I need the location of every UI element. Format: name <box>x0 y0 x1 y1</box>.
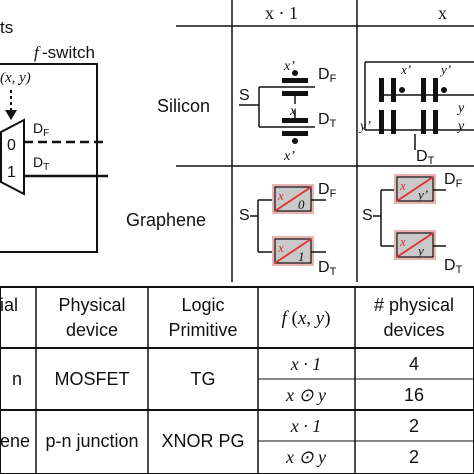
drain-df-label: DF <box>318 181 337 200</box>
row-label-graphene: Graphene <box>126 210 206 230</box>
tg-gate-bar <box>282 131 308 136</box>
gate-bubble <box>399 87 405 93</box>
col-header-x1: x · 1 <box>265 3 298 23</box>
row-label-silicon: Silicon <box>157 96 210 116</box>
source-label: S <box>362 207 373 224</box>
silicon-xnor-circuit: x’ y’ y’ y y DT <box>358 61 474 167</box>
gate-label: y’ <box>358 119 371 134</box>
output-dt-label: DT <box>33 154 49 173</box>
table-row: x ⊙ y 2 <box>285 447 419 467</box>
gate-label: y <box>456 101 465 116</box>
input-label: (x, y) <box>0 70 31 86</box>
tg-gate-bar <box>282 78 308 83</box>
silicon-tg-circuit: S x’ x x’ DF DT <box>239 59 337 164</box>
pg-input-label: y’ <box>416 187 428 202</box>
switch-box <box>0 63 98 253</box>
tg-gate-bar <box>391 78 396 102</box>
drain-dt-label: DT <box>444 257 463 276</box>
pg-input-label: y <box>416 243 424 258</box>
tg-gate-bar <box>282 118 308 123</box>
source-label: S <box>239 207 250 224</box>
table-cell-function: x · 1 <box>290 416 322 436</box>
implementation-grid: x · 1 x Silicon Graphene S x’ x x’ DF DT <box>126 0 474 282</box>
tg-gate-bar <box>282 91 308 96</box>
tg-gate-bar <box>421 110 426 134</box>
tg-gate-bar <box>391 110 396 134</box>
col-header-xnor: x <box>438 3 447 23</box>
gate-label: x <box>289 104 297 119</box>
gate-label: x’ <box>283 149 295 164</box>
f-letter: f <box>34 43 41 62</box>
gate-bubble <box>292 70 298 76</box>
table-cell-function: x ⊙ y <box>285 447 326 467</box>
table-cell-device: MOSFET <box>55 369 130 389</box>
table-cell-device: p-n junction <box>45 431 138 451</box>
table-row: n MOSFET TG x · 1 4 <box>12 354 419 389</box>
table-header-cell: ial <box>0 295 18 315</box>
output-df-label: DF <box>33 120 49 139</box>
table-cell-material: ene <box>0 431 30 451</box>
fragment-title: ts <box>0 18 13 37</box>
table-header-cell: f (x, y) <box>281 308 330 329</box>
table-cell-count: 2 <box>409 447 419 467</box>
tg-gate-bar <box>379 78 384 102</box>
select-arrowhead <box>5 110 17 120</box>
pg-input-label: x <box>399 234 406 249</box>
switch-label: f -switch <box>34 43 95 62</box>
gate-label: y’ <box>439 62 451 77</box>
drain-dt-label: DT <box>416 148 435 167</box>
table-cell-material: n <box>12 369 22 389</box>
tg-gate-bar <box>379 110 384 134</box>
mux-one: 1 <box>7 164 16 181</box>
switch-word: -switch <box>42 43 95 62</box>
tg-gate-bar <box>433 78 438 102</box>
switch-diagram: ts f -switch (x, y) 0 1 DF DT <box>0 18 108 253</box>
mux-zero: 0 <box>7 137 16 154</box>
gate-label: x’ <box>400 62 411 77</box>
table-cell-function: x · 1 <box>290 354 322 374</box>
graphene-pg-circuit: S x 0 x 1 DF DT <box>239 181 337 278</box>
drain-dt-label: DT <box>318 111 337 130</box>
gate-bubble <box>292 138 298 144</box>
pg-input-label: 1 <box>298 249 305 264</box>
mux-symbol <box>0 118 25 196</box>
table-cell-count: 4 <box>409 354 419 374</box>
pg-input-label: 0 <box>298 197 305 212</box>
drain-df-label: DF <box>444 171 463 190</box>
pg-input-label: x <box>277 188 284 203</box>
table-row: ene p-n junction XNOR PG x · 1 2 <box>0 416 419 451</box>
pg-input-label: x <box>399 178 406 193</box>
table-cell-function: x ⊙ y <box>285 385 326 405</box>
drain-dt-label: DT <box>318 259 337 278</box>
graphene-xnor-circuit: S x y’ x y DF DT <box>362 171 463 276</box>
table-cell-count: 16 <box>404 385 424 405</box>
gate-label: x’ <box>283 59 295 74</box>
table-cell-primitive: XNOR PG <box>161 431 244 451</box>
table-cell-primitive: TG <box>191 369 216 389</box>
table-cell-count: 2 <box>409 416 419 436</box>
gate-bubble <box>441 87 447 93</box>
pg-input-label: x <box>277 240 284 255</box>
source-label: S <box>239 87 250 104</box>
tg-gate-bar <box>433 110 438 134</box>
tg-gate-bar <box>421 78 426 102</box>
gate-label: y <box>456 119 465 134</box>
table-row: x ⊙ y 16 <box>285 385 424 405</box>
drain-df-label: DF <box>318 66 337 85</box>
